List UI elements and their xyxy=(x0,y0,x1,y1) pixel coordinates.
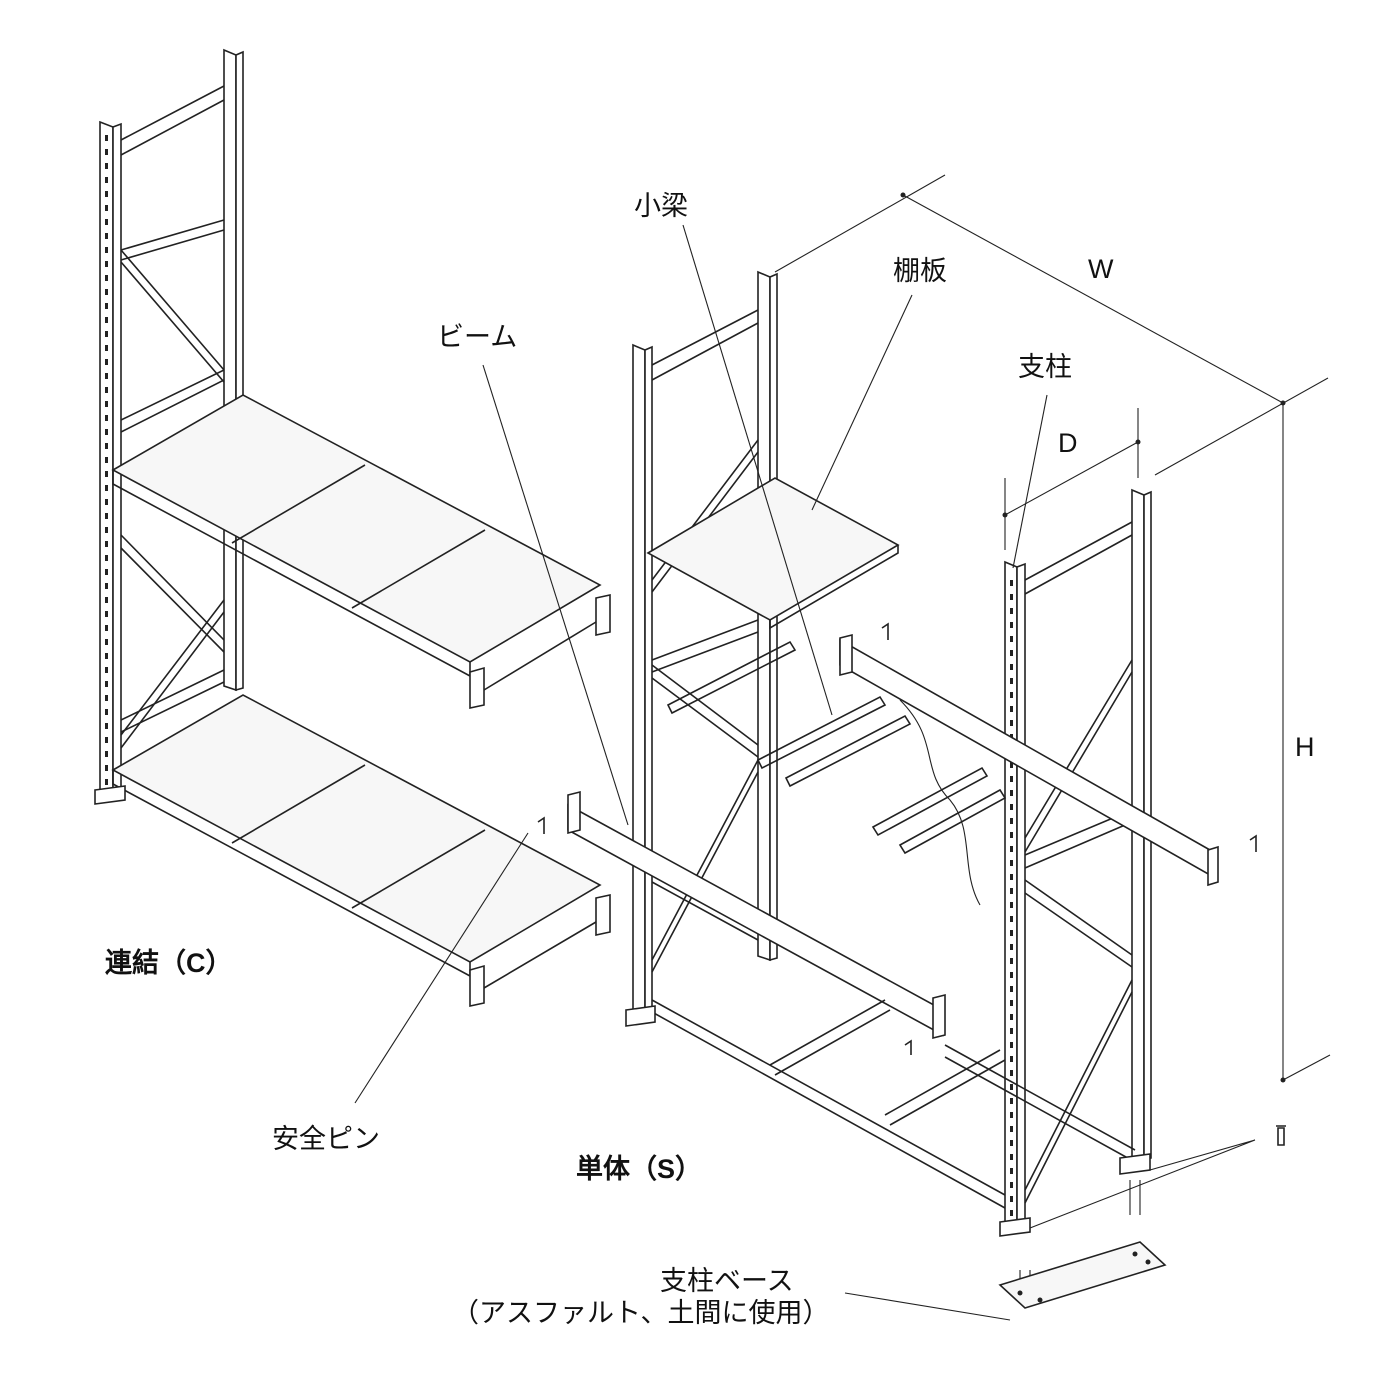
label-post: 支柱 xyxy=(1018,352,1072,382)
label-shelf-board: 棚板 xyxy=(893,256,947,286)
dimension-lines xyxy=(774,174,1331,1083)
safety-pin-icon xyxy=(537,816,545,834)
front-beam xyxy=(567,790,946,1040)
shelf-board-panel xyxy=(646,477,900,630)
back-beam xyxy=(839,633,1219,887)
upper-shelf-left xyxy=(111,394,611,709)
dimension-height: H xyxy=(1295,732,1315,762)
dimension-depth: D xyxy=(1058,428,1078,458)
back-post-left xyxy=(223,48,244,692)
label-connected: 連結（C） xyxy=(105,947,233,978)
label-post-base-line2: （アスファルト、土間に使用） xyxy=(452,1298,829,1328)
connected-rack xyxy=(94,48,611,1007)
anchor-bolt-icon xyxy=(1276,1125,1286,1146)
dimension-width: W xyxy=(1088,254,1114,284)
label-single: 単体（S） xyxy=(576,1153,702,1184)
label-post-base-line1: 支柱ベース xyxy=(660,1266,794,1296)
front-post-left xyxy=(99,120,122,802)
single-rack xyxy=(567,270,1286,1309)
label-beam: ビーム xyxy=(437,322,517,352)
post-base-plate xyxy=(998,1241,1167,1309)
label-leaders xyxy=(354,224,1048,1321)
label-small-beam: 小梁 xyxy=(634,191,688,221)
label-safety-pin: 安全ピン xyxy=(272,1124,380,1154)
lower-shelf-left xyxy=(111,694,611,1007)
